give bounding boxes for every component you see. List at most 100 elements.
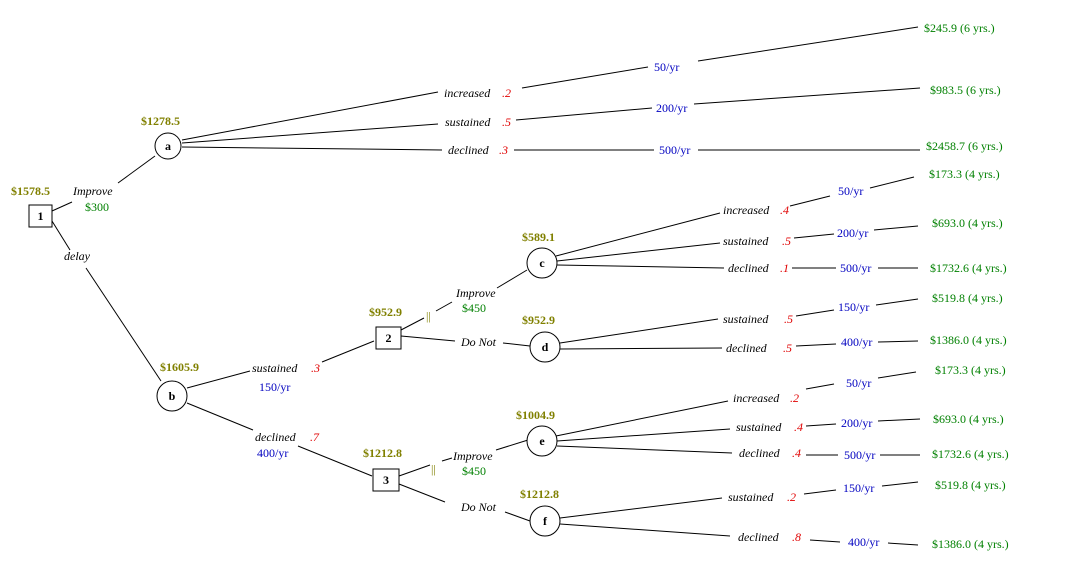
node-3-value: $1212.8 [363,446,402,460]
outcome-f1-rate: 150/yr [843,481,874,495]
chance-node-f[interactable]: f [529,505,561,537]
outcome-c1-value: $173.3 (4 yrs.) [929,167,1000,181]
outcome-a1-rate: 50/yr [654,60,679,74]
edge-d-declined-2 [795,343,837,347]
outcome-d1-prob: .5 [784,312,793,326]
node-e-label: e [539,434,545,448]
chance-node-b[interactable]: b [156,380,188,412]
edge-b-declined-label: declined [255,430,297,444]
outcome-e3-prob: .4 [792,446,801,460]
chance-node-a[interactable]: a [154,132,182,160]
node-2-value: $952.9 [369,305,402,319]
edge-d-sustained-2 [795,309,835,317]
outcome-d2-value: $1386.0 (4 yrs.) [930,333,1007,347]
outcome-d2-rate: 400/yr [841,335,872,349]
edge-delay-label: delay [64,249,91,263]
edge-a-sustained-1 [181,123,439,144]
edge-c-sustained-2 [793,233,835,239]
node-c-label: c [539,256,545,270]
decision-node-1[interactable]: 1 [28,204,53,228]
node-e-value: $1004.9 [516,408,555,422]
node-a-label: a [165,139,171,153]
edge-f-declined-2 [809,539,841,543]
outcome-d1-rate: 150/yr [838,300,869,314]
edge-3-donot-2 [504,511,531,522]
edge-f-sustained-3 [881,481,919,487]
outcome-f2-prob: .8 [792,530,801,544]
outcome-c3-value: $1732.6 (4 yrs.) [930,261,1007,275]
edge-2-improve-1 [400,317,425,331]
edge-3-improve-1 [398,464,431,477]
outcome-c1-label: increased [723,203,770,217]
outcome-a2-value: $983.5 (6 yrs.) [930,83,1001,97]
edge-c-increased-3 [869,176,915,189]
outcome-f1-label: sustained [728,490,774,504]
edge-a-declined-1 [181,146,443,151]
chance-node-e[interactable]: e [526,425,558,457]
edge-2-improve-2 [435,301,453,312]
outcome-a2-prob: .5 [502,115,511,129]
edge-e-sustained-2 [805,423,837,427]
edge-a-increased-1 [181,91,439,141]
node-d-value: $952.9 [522,313,555,327]
edge-root-improve-1 [51,201,73,212]
chance-node-c[interactable]: c [526,247,558,279]
edge-root-delay-2 [85,267,162,382]
node-1-label: 1 [38,209,44,223]
outcome-a3-value: $2458.7 (6 yrs.) [926,139,1003,153]
edge-3-improve-lock: || [431,462,436,476]
edge-e-declined-1 [556,445,733,454]
edge-a-increased-2 [521,66,649,89]
outcome-e2-value: $693.0 (4 yrs.) [933,412,1004,426]
edge-c-increased-1 [555,212,721,257]
outcome-d1-label: sustained [723,312,769,326]
node-1-value: $1578.5 [11,184,50,198]
edge-d-declined-3 [877,340,919,343]
outcome-a1-prob: .2 [502,86,511,100]
outcome-a2-rate: 200/yr [656,101,687,115]
outcome-f1-value: $519.8 (4 yrs.) [935,478,1006,492]
outcome-c1-prob: .4 [780,203,789,217]
node-c-value: $589.1 [522,230,555,244]
outcome-c2-value: $693.0 (4 yrs.) [932,216,1003,230]
outcome-a1-value: $245.9 (6 yrs.) [924,21,995,35]
outcome-a3-rate: 500/yr [659,143,690,157]
outcome-e3-rate: 500/yr [844,448,875,462]
outcome-e3-value: $1732.6 (4 yrs.) [932,447,1009,461]
outcome-e1-rate: 50/yr [846,376,871,390]
tree-edges [51,26,921,546]
edge-b-sustained-rate: 150/yr [259,380,290,394]
edge-a-sustained-2 [515,107,653,121]
outcome-e3-label: declined [739,446,781,460]
outcome-c2-prob: .5 [782,234,791,248]
node-2-label: 2 [386,331,392,345]
decision-node-3[interactable]: 3 [372,468,400,492]
outcome-e2-rate: 200/yr [841,416,872,430]
edge-b-declined-2 [297,445,373,477]
edge-2-donot-2 [502,342,531,347]
outcome-d1-value: $519.8 (4 yrs.) [932,291,1003,305]
edge-b-sustained-1 [186,370,251,389]
edge-2-donot-1 [400,335,456,342]
edge-2-improve-label: Improve [455,286,496,300]
outcome-f2-rate: 400/yr [848,535,879,549]
edge-3-improve-2 [441,457,453,462]
edge-root-delay-1 [51,220,71,251]
node-a-value: $1278.5 [141,114,180,128]
outcome-f2-label: declined [738,530,780,544]
edge-c-sustained-3 [873,225,919,231]
outcome-f1-prob: .2 [787,490,796,504]
outcome-d2-prob: .5 [783,341,792,355]
outcome-e1-value: $173.3 (4 yrs.) [935,363,1006,377]
chance-node-d[interactable]: d [529,331,561,363]
edge-e-increased-2 [805,383,835,390]
edge-e-sustained-3 [877,418,921,422]
outcome-e2-prob: .4 [794,420,803,434]
decision-node-2[interactable]: 2 [375,326,402,350]
edge-2-improve-lock: || [426,309,431,323]
outcome-e2-label: sustained [736,420,782,434]
edge-b-declined-prob: .7 [310,430,320,444]
outcome-a2-label: sustained [445,115,491,129]
edge-2-donot-label: Do Not [460,335,497,349]
